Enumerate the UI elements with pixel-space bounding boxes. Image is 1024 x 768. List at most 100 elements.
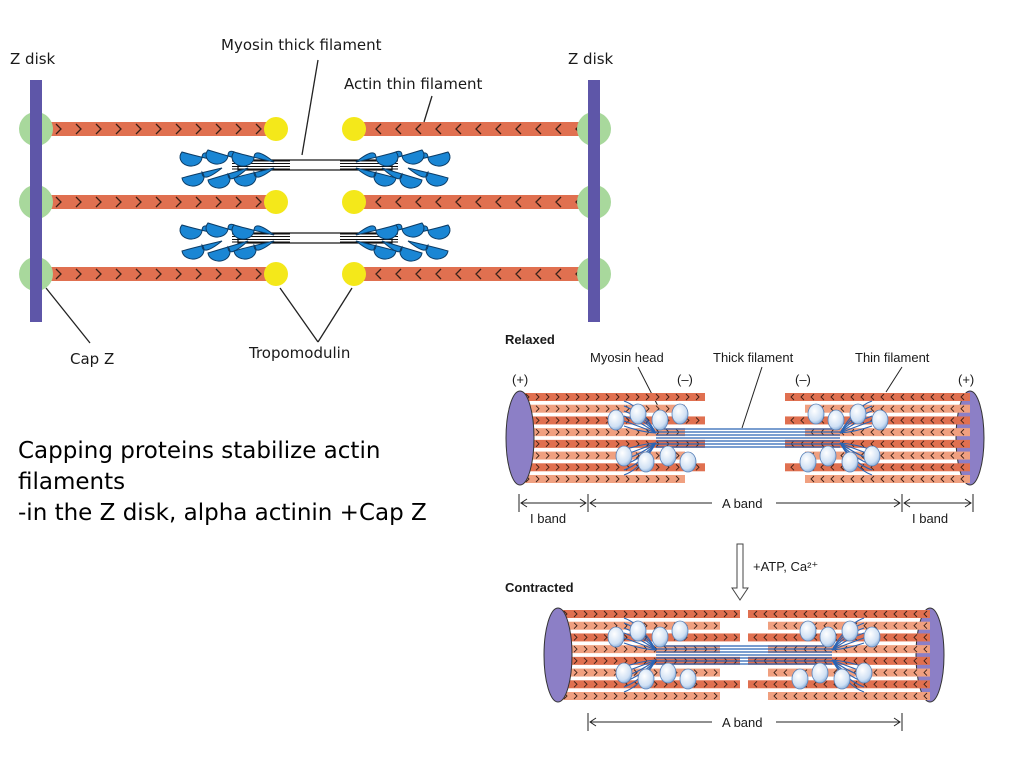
myosin-head [637, 451, 655, 473]
myosin-head [615, 445, 633, 467]
thin-filament-left [558, 668, 720, 677]
caption-line-2: filaments [18, 469, 126, 495]
plus-right-label: (+) [958, 372, 974, 387]
contracted-sarcomere [543, 607, 945, 703]
myosin-head [637, 668, 655, 690]
actin-filament-right-1 [360, 122, 588, 136]
thin-filament-left [558, 633, 740, 642]
myosin-head [819, 626, 837, 648]
contracted-band-markers [587, 713, 903, 731]
actin-filaments [42, 122, 588, 281]
thin-filament-right [785, 393, 970, 401]
thin-filament-left [520, 428, 685, 437]
thick-fan [831, 637, 865, 651]
myosin-head [231, 151, 275, 167]
thin-filament-right [748, 610, 930, 618]
contracted-a-band-label: A band [722, 715, 763, 730]
myosin-head [181, 240, 223, 260]
thick-fan [839, 420, 873, 434]
myosin-head [871, 409, 889, 431]
myosin-head [629, 620, 647, 642]
relaxed-sarcomere [505, 390, 985, 486]
actin-chevrons [55, 268, 262, 280]
myosin-head [233, 167, 275, 187]
myosin-head-leader [637, 366, 661, 411]
relaxed-i-band-left-label: I band [530, 511, 566, 526]
myosin-head [659, 662, 677, 684]
disk-end-right [915, 607, 945, 703]
myosin-head [791, 668, 809, 690]
disk-end-right [955, 390, 985, 486]
myosin-head [615, 662, 633, 684]
myosin-head [607, 409, 625, 431]
thin-filament-right [768, 645, 930, 654]
disk-end-left [505, 390, 535, 486]
caption-line-3: -in the Z disk, alpha actinin +Cap Z [18, 500, 427, 526]
myosin-head [799, 451, 817, 473]
tropomodulin-right-3 [342, 262, 366, 286]
z-disk-left-bar [30, 80, 42, 322]
thin-filament-left [520, 439, 705, 448]
tropomodulin-left-1 [264, 117, 288, 141]
actin-chevrons [563, 692, 718, 700]
sarcomere-capping-diagram: Z disk Z disk Myosin thick filament Acti… [10, 36, 614, 368]
myosin-heads [179, 149, 451, 262]
thin-filament-left [520, 475, 685, 483]
thin-filament-right [785, 439, 970, 448]
myosin-head [233, 240, 275, 260]
actin-filament-left-3 [42, 267, 272, 281]
actin-filament-right-3 [360, 267, 588, 281]
myosin-head [807, 403, 825, 425]
thin-filament-left [520, 404, 685, 413]
actin-chevrons [55, 196, 262, 208]
thin-filament-left [520, 463, 705, 472]
myosin-head [819, 445, 837, 467]
myosin-head [381, 240, 423, 262]
thin-filament-right [768, 668, 930, 677]
myosin-head [671, 620, 689, 642]
relaxed-i-band-right-label: I band [912, 511, 948, 526]
myosin-head [679, 668, 697, 690]
myosin-head [841, 451, 859, 473]
myosin-head-label: Myosin head [590, 350, 664, 365]
myosin-head [355, 167, 397, 187]
transition-arrow [731, 543, 749, 601]
minus-left-label: (–) [677, 372, 693, 387]
myosin-head [863, 445, 881, 467]
thick-filament-label: Thick filament [713, 350, 794, 365]
thin-filament-right [805, 451, 970, 460]
thick-fan [623, 637, 657, 651]
myosin-head [841, 620, 859, 642]
cap-z-label: Cap Z [70, 350, 114, 368]
myosin-head [407, 240, 449, 260]
thin-filament-right [748, 633, 930, 642]
myosin-head [855, 662, 873, 684]
thin-filament-left [520, 393, 705, 401]
tropomodulin-left-3 [264, 262, 288, 286]
myosin-head [651, 409, 669, 431]
myosin-head [863, 626, 881, 648]
myosin-thick-filament-label: Myosin thick filament [221, 36, 382, 54]
thin-filament-leader [885, 366, 903, 393]
relaxed-contracted-diagram: Relaxed Myosin head Thick filament Thin … [505, 332, 985, 731]
caption-line-1: Capping proteins stabilize actin [18, 438, 381, 464]
myosin-head [231, 224, 275, 240]
myosin-head [205, 149, 249, 165]
myosin-head [205, 222, 249, 238]
z-disk-right-label: Z disk [568, 50, 614, 68]
tropomodulin-right-2 [342, 190, 366, 214]
thick-fan [623, 420, 657, 434]
actin-leader-line [423, 95, 433, 123]
thick-fan [623, 425, 657, 434]
actin-chevrons [563, 610, 738, 618]
thick-fan [839, 425, 873, 434]
actin-chevrons [753, 610, 928, 618]
myosin-head [355, 240, 397, 260]
tropomodulin-right-1 [342, 117, 366, 141]
disk-end-left [543, 607, 573, 703]
myosin-head [381, 149, 425, 165]
actin-chevrons [375, 196, 582, 208]
thin-filament-left [558, 610, 740, 618]
thin-filament-left [558, 645, 720, 654]
myosin-head [207, 240, 249, 262]
